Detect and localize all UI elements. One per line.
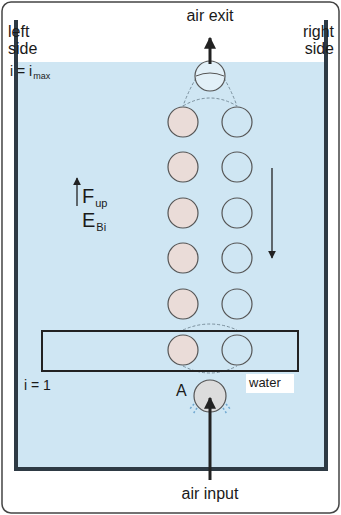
water-body bbox=[17, 62, 327, 468]
side-label: right side bbox=[282, 24, 334, 58]
energy-symbol: E bbox=[82, 210, 95, 231]
force-subscript: up bbox=[95, 198, 107, 210]
water-buoy bbox=[222, 335, 252, 365]
air-buoy bbox=[168, 107, 198, 137]
side-label: left side bbox=[8, 24, 56, 58]
chain-arc bbox=[183, 324, 237, 330]
water-buoy bbox=[222, 289, 252, 319]
energy-subscript: Bi bbox=[96, 222, 106, 234]
air-buoy bbox=[168, 152, 198, 182]
index-label: i = i bbox=[10, 64, 32, 79]
index-subscript: max bbox=[33, 72, 50, 81]
chain-arc bbox=[183, 78, 196, 106]
tank-wall bbox=[16, 20, 326, 469]
water-buoy bbox=[222, 107, 252, 137]
motion-arrow bbox=[271, 168, 272, 258]
air-input-label: air input bbox=[182, 486, 239, 503]
force-symbol: F bbox=[82, 186, 94, 207]
air-buoy bbox=[168, 289, 198, 319]
water-buoy bbox=[222, 243, 252, 273]
force-arrow bbox=[76, 178, 77, 206]
index-label: i = 1 bbox=[24, 378, 51, 393]
chain-arc bbox=[224, 78, 237, 106]
point-label: A bbox=[176, 383, 187, 400]
air-buoy bbox=[168, 243, 198, 273]
air-exit-arrow bbox=[209, 38, 212, 64]
medium-label: water bbox=[249, 376, 281, 390]
water-buoy bbox=[222, 152, 252, 182]
buoy-columns bbox=[168, 107, 252, 365]
air-exit-label: air exit bbox=[186, 8, 233, 25]
chain-arc bbox=[183, 98, 237, 106]
water-line bbox=[196, 73, 224, 76]
label-patch bbox=[246, 374, 294, 393]
air-input-arrow bbox=[209, 398, 212, 480]
air-buoy bbox=[168, 198, 198, 228]
water-buoy bbox=[222, 198, 252, 228]
row-frame bbox=[42, 331, 298, 371]
exit-buoy bbox=[195, 61, 225, 91]
air-buoy bbox=[168, 335, 198, 365]
